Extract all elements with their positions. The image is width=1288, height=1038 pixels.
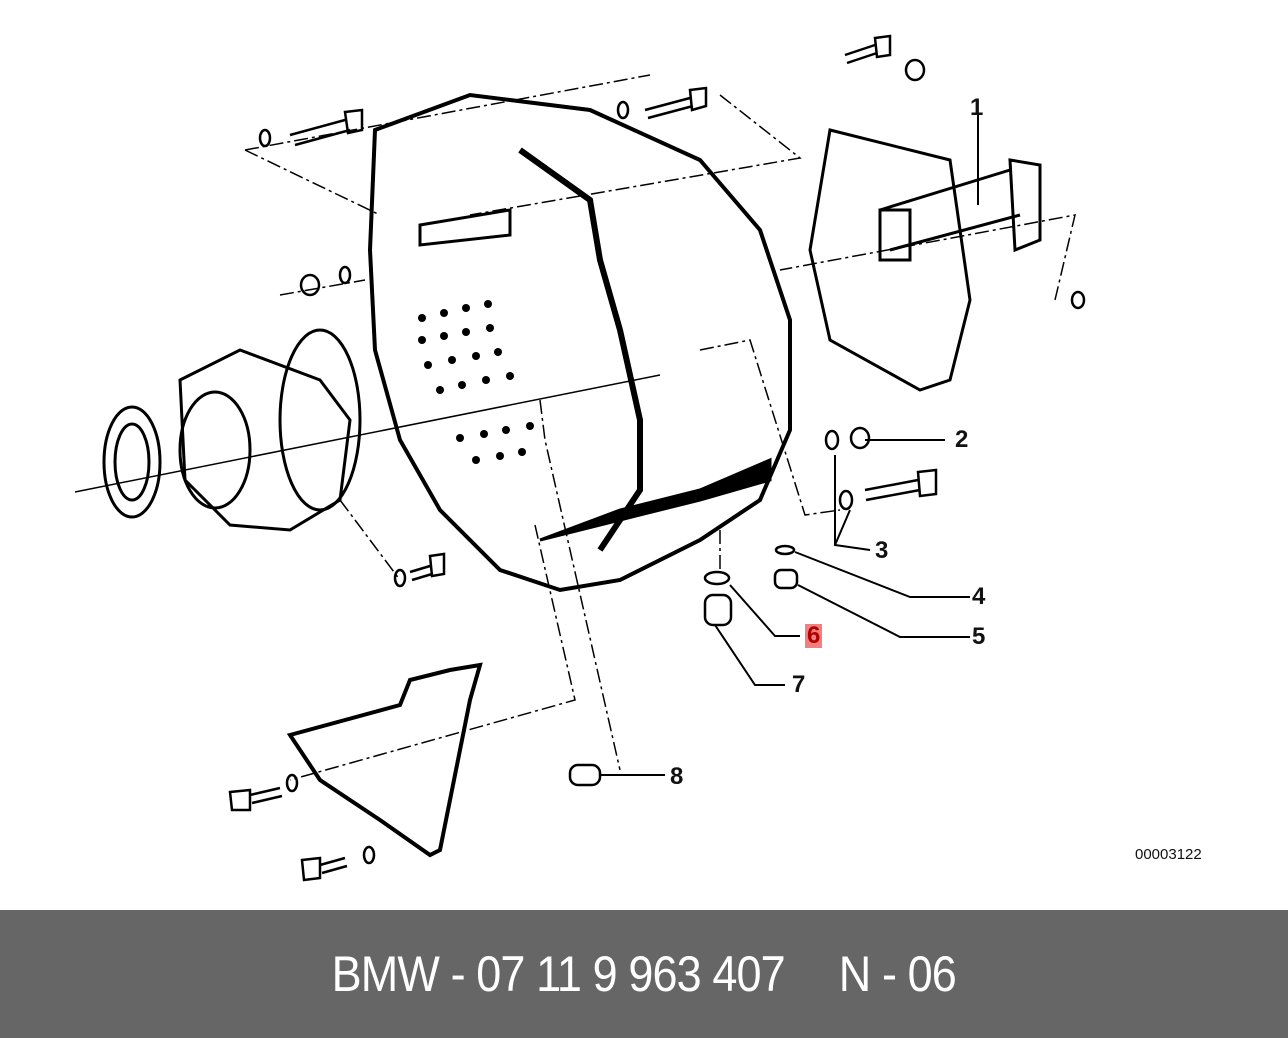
callout-7[interactable]: 7 <box>792 671 806 698</box>
drawing-code: 00003122 <box>1135 846 1202 863</box>
bell-housing <box>367 92 792 593</box>
callout-4[interactable]: 4 <box>972 583 986 610</box>
part-info-text: BMW - 07 11 9 963 407 N - 06 <box>331 945 957 1003</box>
exploded-parts-diagram <box>74 34 1086 882</box>
part-number: 07 11 9 963 407 <box>476 946 785 1002</box>
callout-5[interactable]: 5 <box>972 623 986 650</box>
callout-8[interactable]: 8 <box>670 763 684 790</box>
housing-holes <box>418 300 534 464</box>
position-label: N - 06 <box>838 946 957 1002</box>
seal-ring <box>102 405 162 519</box>
front-cover <box>178 348 352 532</box>
callout-2[interactable]: 2 <box>955 426 969 453</box>
lower-cover <box>286 662 483 858</box>
washers-nuts <box>258 58 1086 865</box>
callout-3[interactable]: 3 <box>875 537 889 564</box>
gasket <box>808 128 972 392</box>
part-info-bar: BMW - 07 11 9 963 407 N - 06 <box>0 910 1288 1038</box>
callout-6-highlighted[interactable]: 6 <box>805 622 823 649</box>
input-shaft <box>879 158 1042 253</box>
separator: - <box>450 946 466 1002</box>
brand: BMW <box>331 946 440 1002</box>
callout-1[interactable]: 1 <box>970 94 984 121</box>
bolts <box>228 34 938 882</box>
